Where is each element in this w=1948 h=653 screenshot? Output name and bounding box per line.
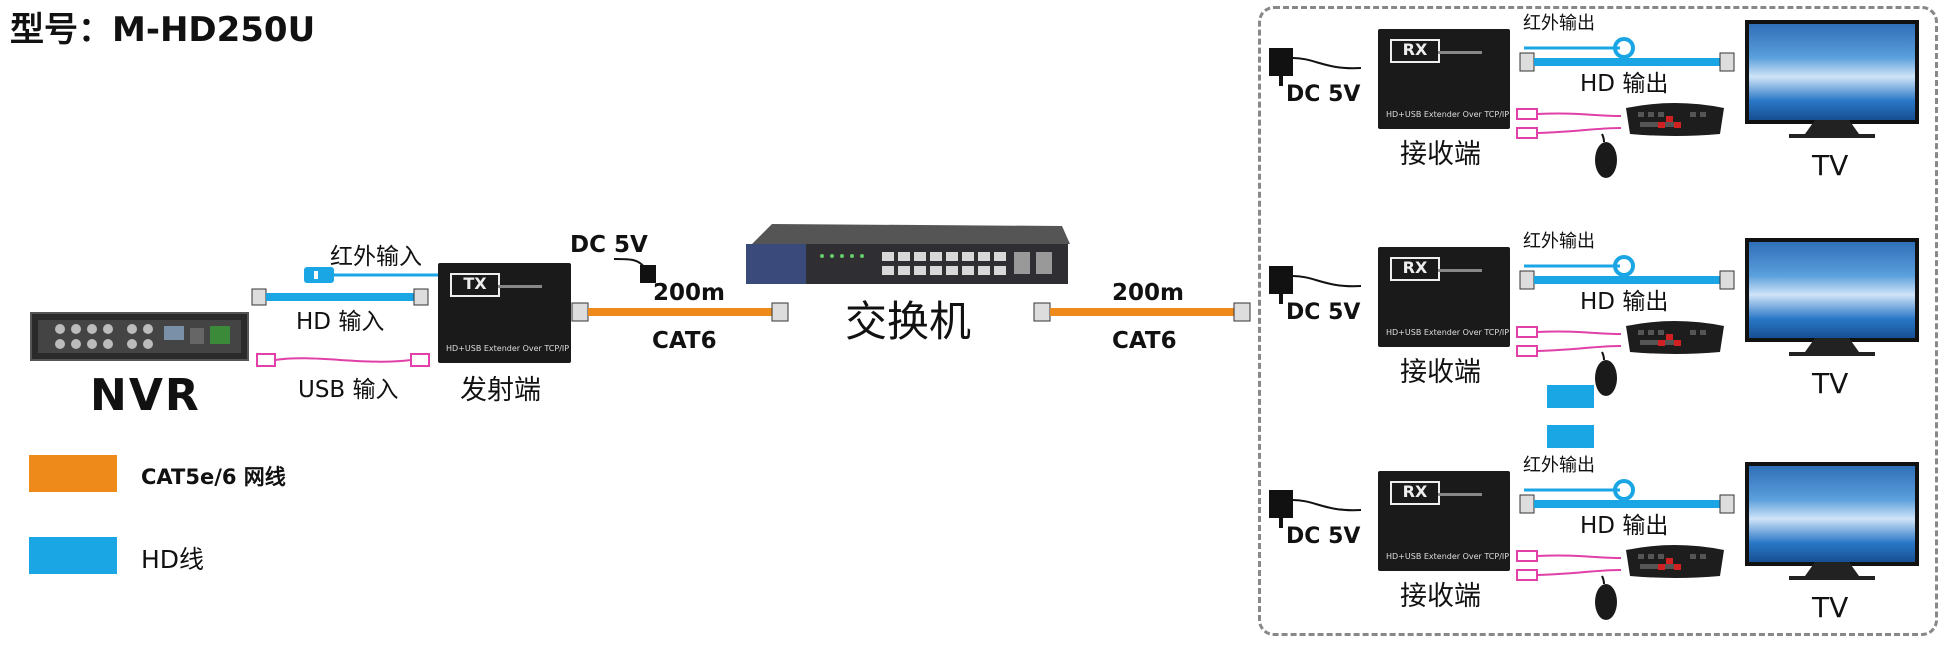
rx-ir-label: 红外输出 xyxy=(1523,231,1595,252)
rx-brand: RX xyxy=(1390,39,1440,63)
receiver-group-border xyxy=(1258,6,1938,636)
tv-screen xyxy=(1745,238,1919,342)
tx-power-adapter-icon xyxy=(613,258,656,283)
rx-brand-underline xyxy=(1438,493,1482,496)
rx-label: 接收端 xyxy=(1400,581,1481,612)
ir-output-cable xyxy=(1524,37,1635,59)
nvr-label: NVR xyxy=(90,370,201,421)
tv-label: TV xyxy=(1812,367,1849,400)
rx-device: RX HD+USB Extender Over TCP/IP xyxy=(1378,471,1510,571)
rx-label: 接收端 xyxy=(1400,357,1481,388)
mouse-icon xyxy=(1595,575,1617,620)
rx-dc-label: DC 5V xyxy=(1286,82,1361,107)
rx-brand: RX xyxy=(1390,257,1440,281)
keyboard-icon xyxy=(1626,545,1724,578)
model-title: 型号：M-HD250U xyxy=(10,10,316,50)
rx-brand-underline xyxy=(1438,51,1482,54)
more-receivers-indicator-bottom xyxy=(1547,425,1594,448)
rx-hd-label: HD 输出 xyxy=(1580,513,1669,539)
rx-hd-label: HD 输出 xyxy=(1580,71,1669,97)
tv-label: TV xyxy=(1812,591,1849,624)
tv-stand-icon xyxy=(1789,338,1875,356)
rx-brand-underline xyxy=(1438,269,1482,272)
nvr-device xyxy=(30,312,249,361)
legend-hd-swatch xyxy=(29,537,117,574)
legend-cat-swatch xyxy=(29,455,117,492)
rx-hd-label: HD 输出 xyxy=(1580,289,1669,315)
right-distance: 200m xyxy=(1112,280,1184,306)
tx-label: 发射端 xyxy=(460,375,541,406)
mouse-icon xyxy=(1595,351,1617,396)
keyboard-icon xyxy=(1626,321,1724,354)
rx-device: RX HD+USB Extender Over TCP/IP xyxy=(1378,247,1510,347)
tv-screen xyxy=(1745,462,1919,566)
left-cat6-cable xyxy=(571,302,789,322)
rx-caption: HD+USB Extender Over TCP/IP xyxy=(1386,110,1510,119)
rx-label: 接收端 xyxy=(1400,139,1481,170)
usb-input-cable xyxy=(256,353,430,367)
usb-output-cable xyxy=(1516,108,1622,139)
tv-label: TV xyxy=(1812,149,1849,182)
tx-caption: HD+USB Extender Over TCP/IP xyxy=(446,344,570,353)
rx-dc-label: DC 5V xyxy=(1286,524,1361,549)
ir-output-cable xyxy=(1524,479,1635,501)
rx-power-adapter-icon xyxy=(1269,490,1362,528)
nvr-ports-icon xyxy=(38,320,241,353)
switch-label: 交换机 xyxy=(845,297,972,346)
tx-brand: TX xyxy=(450,273,500,297)
more-receivers-indicator-top xyxy=(1547,385,1594,408)
legend-hd-label: HD线 xyxy=(141,545,205,574)
legend-cat-label: CAT5e/6 网线 xyxy=(141,465,286,489)
usb-input-label: USB 输入 xyxy=(298,377,399,403)
rx-ir-label: 红外输出 xyxy=(1523,13,1595,34)
mouse-icon xyxy=(1595,133,1617,178)
rx-caption: HD+USB Extender Over TCP/IP xyxy=(1386,552,1510,561)
rx-power-adapter-icon xyxy=(1269,266,1362,304)
rx-power-adapter-icon xyxy=(1269,48,1362,86)
keyboard-icon xyxy=(1626,103,1724,136)
tv-screen xyxy=(1745,20,1919,124)
tx-brand-underline xyxy=(498,285,542,288)
tv-stand-icon xyxy=(1789,120,1875,138)
rx-device: RX HD+USB Extender Over TCP/IP xyxy=(1378,29,1510,129)
rx-brand: RX xyxy=(1390,481,1440,505)
right-cable-type: CAT6 xyxy=(1112,328,1177,354)
usb-output-cable xyxy=(1516,326,1622,357)
ir-output-cable xyxy=(1524,255,1635,277)
usb-output-cable xyxy=(1516,550,1622,581)
tx-device: TX HD+USB Extender Over TCP/IP xyxy=(438,263,571,363)
tx-dc-label: DC 5V xyxy=(570,232,648,258)
hd-output-cable xyxy=(1519,52,1735,72)
rx-dc-label: DC 5V xyxy=(1286,300,1361,325)
hd-input-label: HD 输入 xyxy=(296,309,385,335)
hd-output-cable xyxy=(1519,494,1735,514)
hd-output-cable xyxy=(1519,270,1735,290)
left-cable-type: CAT6 xyxy=(652,328,717,354)
ir-input-cable xyxy=(304,267,443,283)
rx-caption: HD+USB Extender Over TCP/IP xyxy=(1386,328,1510,337)
network-switch xyxy=(746,224,1070,284)
left-distance: 200m xyxy=(653,280,725,306)
hd-input-cable xyxy=(251,288,429,306)
rx-ir-label: 红外输出 xyxy=(1523,455,1595,476)
ir-input-label: 红外输入 xyxy=(330,244,422,270)
tv-stand-icon xyxy=(1789,562,1875,580)
right-cat6-cable xyxy=(1033,302,1251,322)
